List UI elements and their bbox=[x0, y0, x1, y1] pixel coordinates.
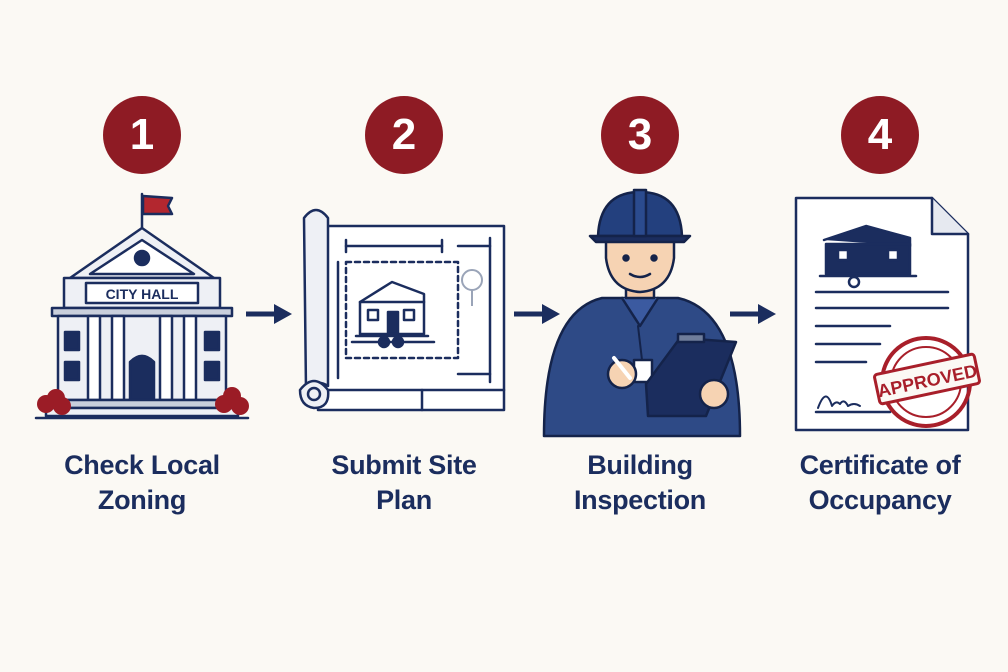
site-plan-blueprint-icon bbox=[298, 208, 506, 412]
step-caption-line-2: Occupancy bbox=[808, 485, 952, 515]
step-3: 3 Building Inspection bbox=[530, 0, 750, 672]
step-caption: Check Local Zoning bbox=[32, 448, 252, 518]
step-caption-line-1: Check Local bbox=[64, 450, 220, 480]
step-number-badge: 1 bbox=[103, 96, 181, 174]
building-inspector-icon bbox=[542, 188, 742, 438]
step-number-badge: 2 bbox=[365, 96, 443, 174]
step-number-badge: 4 bbox=[841, 96, 919, 174]
arrow-right-icon bbox=[514, 304, 560, 324]
step-caption: Certificate of Occupancy bbox=[770, 448, 990, 518]
step-caption-line-1: Building bbox=[587, 450, 693, 480]
city-hall-sign-text: CITY HALL bbox=[106, 286, 179, 302]
step-caption-line-2: Zoning bbox=[97, 485, 187, 515]
step-1: 1 CITY HALL bbox=[32, 0, 252, 672]
arrow-right-icon bbox=[730, 304, 776, 324]
step-caption-line-2: Plan bbox=[376, 485, 432, 515]
step-caption-line-1: Submit Site bbox=[331, 450, 477, 480]
arrow-right-icon bbox=[246, 304, 292, 324]
step-2: 2 bbox=[294, 0, 514, 672]
step-caption: Submit Site Plan bbox=[294, 448, 514, 518]
step-number-badge: 3 bbox=[601, 96, 679, 174]
certificate-document-icon: APPROVED bbox=[794, 196, 981, 432]
step-4: 4 APPROVED Certificate of Occupan bbox=[770, 0, 990, 672]
step-caption: Building Inspection bbox=[530, 448, 750, 518]
city-hall-icon: CITY HALL bbox=[34, 192, 250, 420]
step-caption-line-2: Inspection bbox=[573, 485, 706, 515]
step-caption-line-1: Certificate of bbox=[799, 450, 961, 480]
